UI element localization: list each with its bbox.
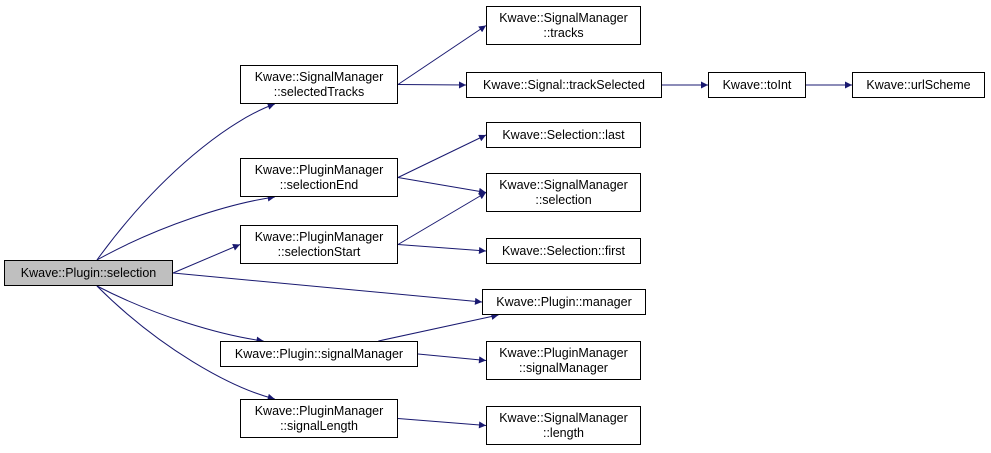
node-label-line: Kwave::Plugin::selection — [20, 265, 157, 280]
edge-selected_tracks-to-sm_tracks — [397, 25, 487, 85]
node-label-line: ::selectionEnd — [279, 177, 359, 192]
node-label-line: ::signalLength — [280, 418, 358, 433]
edge-pm_selection_end-to-sm_selection — [397, 177, 487, 195]
node-label-line: Kwave::Plugin::signalManager — [234, 346, 404, 361]
edge-pm_selection_start-to-selection_first — [397, 244, 487, 254]
edge-pm_selection_start-to-sm_selection — [397, 192, 487, 245]
edge-selection-to-selected_tracks — [96, 103, 275, 261]
node-label-line: ::selectionStart — [277, 244, 361, 259]
node-label-line: ::selection — [535, 192, 592, 207]
node-label-line: Kwave::Signal::trackSelected — [483, 77, 645, 92]
node-label-line: Kwave::urlScheme — [866, 77, 971, 92]
edge-selection-to-plugin_manager — [172, 272, 483, 305]
edge-selected_tracks-to-track_selected — [397, 81, 467, 89]
node-signalmanager-selectedtracks[interactable]: Kwave::SignalManager ::selectedTracks — [240, 65, 398, 104]
node-plugin-selection[interactable]: Kwave::Plugin::selection — [4, 260, 173, 286]
node-label-line: Kwave::SignalManager — [499, 177, 628, 192]
edge-plugin_signal_manager-to-pm_signal_manager — [417, 353, 487, 364]
node-label-line: Kwave::SignalManager — [499, 10, 628, 25]
node-signal-trackselected[interactable]: Kwave::Signal::trackSelected — [466, 72, 662, 98]
edge-selection-to-pm_selection_start — [172, 244, 241, 274]
node-plugin-manager[interactable]: Kwave::Plugin::manager — [482, 289, 646, 315]
node-pluginmanager-signallength[interactable]: Kwave::PluginManager ::signalLength — [240, 399, 398, 438]
node-pluginmanager-selectionstart[interactable]: Kwave::PluginManager ::selectionStart — [240, 225, 398, 264]
node-label-line: Kwave::SignalManager — [499, 410, 628, 425]
node-label-line: ::tracks — [543, 25, 584, 40]
node-label-line: Kwave::PluginManager — [254, 229, 384, 244]
node-toint[interactable]: Kwave::toInt — [708, 72, 806, 98]
edge-selection-to-pm_signal_length — [96, 285, 275, 401]
edge-pm_selection_end-to-selection_last — [397, 134, 487, 178]
node-label-line: Kwave::PluginManager — [499, 345, 628, 360]
node-label-line: Kwave::PluginManager — [254, 162, 384, 177]
node-label-line: ::length — [542, 425, 584, 440]
edge-plugin_signal_manager-to-plugin_manager — [378, 313, 499, 342]
node-signalmanager-length[interactable]: Kwave::SignalManager ::length — [486, 406, 641, 445]
node-pluginmanager-signalmanager[interactable]: Kwave::PluginManager ::signalManager — [486, 341, 641, 380]
edge-pm_signal_length-to-sm_length — [397, 418, 487, 429]
node-label-line: Kwave::PluginManager — [254, 403, 384, 418]
node-urlscheme[interactable]: Kwave::urlScheme — [852, 72, 985, 98]
node-label-line: ::signalManager — [519, 360, 608, 375]
node-pluginmanager-selectionend[interactable]: Kwave::PluginManager ::selectionEnd — [240, 158, 398, 197]
node-plugin-signalmanager[interactable]: Kwave::Plugin::signalManager — [220, 341, 418, 367]
edge-selection-to-plugin_signal_manager — [96, 285, 264, 344]
node-signalmanager-tracks[interactable]: Kwave::SignalManager ::tracks — [486, 6, 641, 45]
node-label-line: Kwave::toInt — [722, 77, 792, 92]
node-label-line: Kwave::Selection::first — [502, 243, 625, 258]
node-label-line: Kwave::Plugin::manager — [496, 294, 632, 309]
node-signalmanager-selection[interactable]: Kwave::SignalManager ::selection — [486, 173, 641, 212]
node-label-line: ::selectedTracks — [273, 84, 365, 99]
node-selection-first[interactable]: Kwave::Selection::first — [486, 238, 641, 264]
node-selection-last[interactable]: Kwave::Selection::last — [486, 122, 641, 148]
edge-selection-to-pm_selection_end — [96, 194, 275, 261]
node-label-line: Kwave::Selection::last — [502, 127, 625, 142]
node-label-line: Kwave::SignalManager — [254, 69, 384, 84]
